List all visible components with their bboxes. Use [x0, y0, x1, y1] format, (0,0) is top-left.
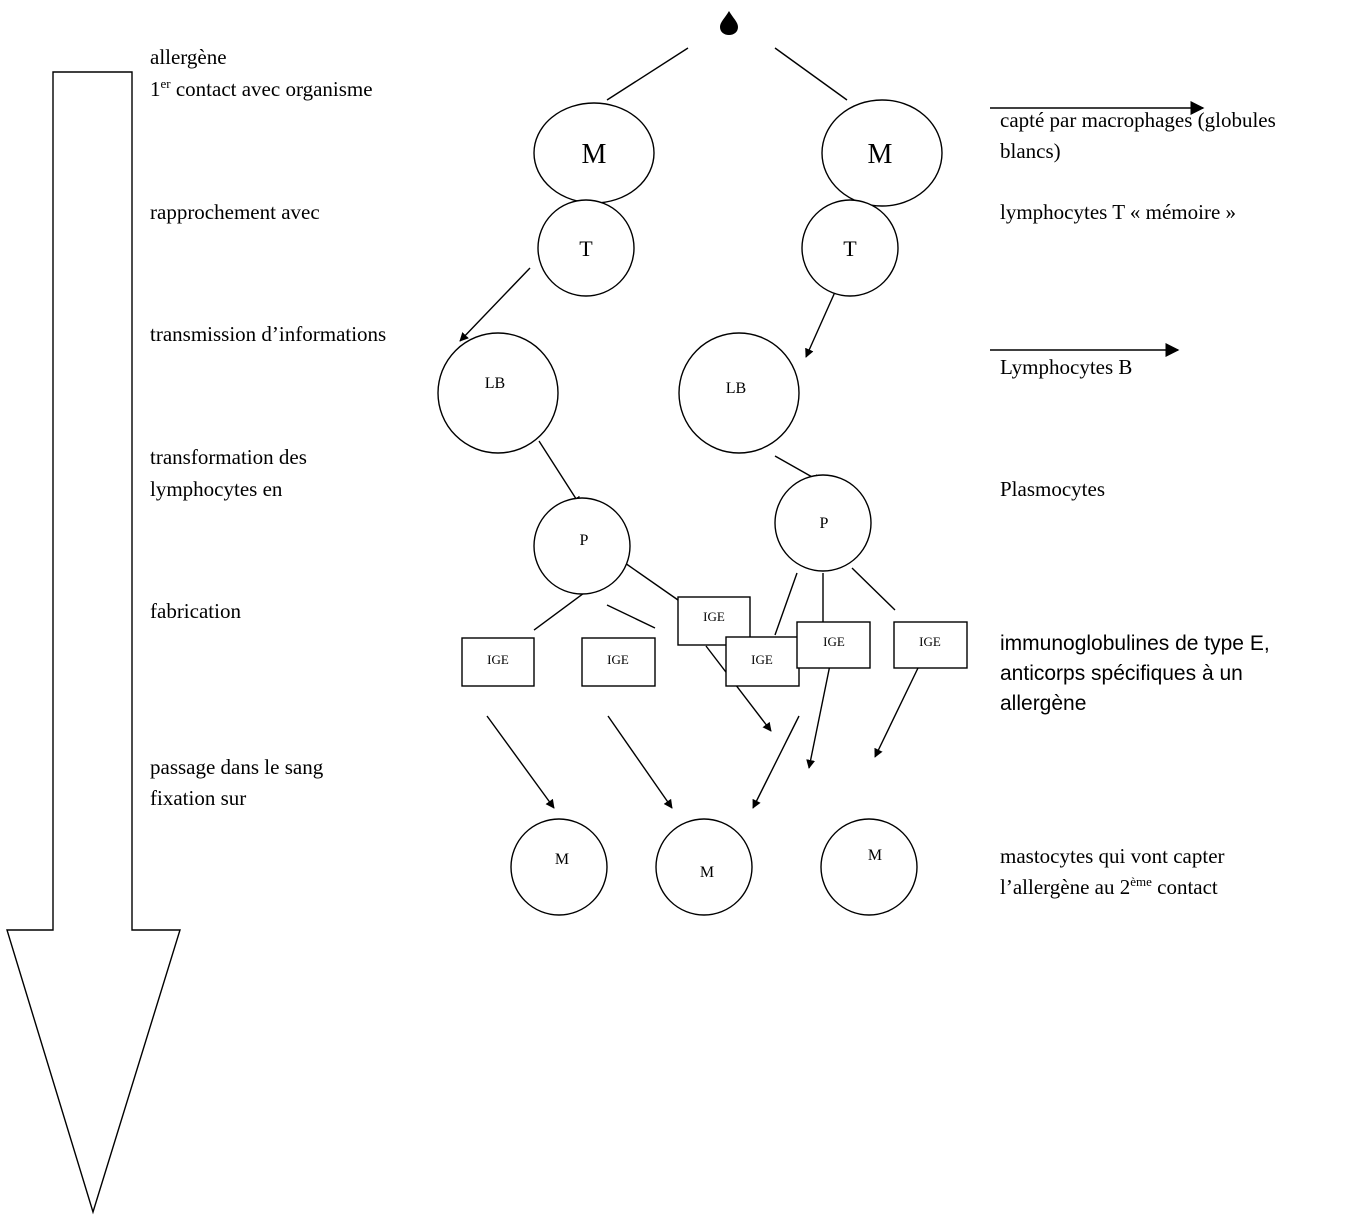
label-b-cells: Lymphocytes B — [1000, 355, 1132, 379]
ige-box-5: IGE — [796, 621, 871, 669]
label-macrophages-1: capté par macrophages (globules — [1000, 108, 1276, 132]
plasmocyte-left: P — [533, 497, 631, 595]
timeline-arrow — [6, 71, 181, 1215]
svg-text:T: T — [579, 236, 593, 261]
label-transmission: transmission d’informations — [150, 322, 386, 346]
label-fabrication: fabrication — [150, 599, 241, 623]
mastocyte-1: M — [510, 818, 608, 916]
label-allergen: allergène — [150, 45, 227, 69]
svg-text:LB: LB — [726, 380, 746, 397]
drop-icon — [720, 11, 738, 35]
arrow-ige-free-1 — [705, 645, 772, 732]
svg-text:M: M — [868, 139, 893, 170]
arrow-ige-free-3 — [874, 667, 919, 758]
connector-drop-left — [606, 47, 689, 101]
svg-text:M: M — [582, 139, 607, 170]
ige-box-1: IGE — [461, 637, 535, 687]
label-first-contact: 1er contact avec organisme — [150, 76, 373, 101]
label-ige-2: anticorps spécifiques à un — [1000, 662, 1243, 685]
label-ige-1: immunoglobulines de type E, — [1000, 632, 1270, 655]
label-blood-1: passage dans le sang — [150, 755, 324, 779]
connector-p-ige-2 — [606, 604, 656, 629]
ige-box-4: IGE — [725, 636, 800, 687]
svg-text:IGE: IGE — [703, 609, 725, 624]
svg-text:P: P — [820, 515, 829, 532]
connector-p-ige-4 — [774, 572, 798, 636]
arrow-ige-free-2 — [806, 654, 833, 769]
t-cell-right: T — [801, 199, 899, 297]
label-memory-t: lymphocytes T « mémoire » — [1000, 200, 1236, 224]
svg-text:M: M — [555, 851, 569, 868]
macrophage-left: M — [533, 102, 655, 204]
t-cell-left: T — [537, 199, 635, 297]
svg-text:IGE: IGE — [607, 652, 629, 667]
arrow-ige-to-mast-2 — [607, 715, 673, 809]
connector-p-ige-1 — [533, 589, 589, 631]
label-macrophages-2: blancs) — [1000, 139, 1061, 163]
b-cell-right: LB — [678, 332, 800, 454]
mastocyte-3: M — [820, 818, 918, 916]
svg-text:T: T — [843, 236, 857, 261]
label-transformation-1: transformation des — [150, 445, 307, 469]
connector-drop-right — [774, 47, 848, 101]
svg-text:LB: LB — [485, 375, 505, 392]
b-cell-left: LB — [437, 332, 559, 454]
ige-box-2: IGE — [581, 637, 656, 687]
label-blood-2: fixation sur — [150, 786, 246, 810]
ige-box-6: IGE — [893, 621, 968, 669]
label-approach: rapprochement avec — [150, 200, 320, 224]
plasmocyte-right: P — [774, 474, 872, 572]
svg-text:M: M — [700, 864, 714, 881]
label-plasmocytes: Plasmocytes — [1000, 477, 1105, 501]
label-ige-3: allergène — [1000, 692, 1086, 715]
svg-text:IGE: IGE — [919, 634, 941, 649]
svg-text:IGE: IGE — [823, 634, 845, 649]
svg-text:P: P — [580, 532, 589, 549]
connector-p-ige-3 — [624, 562, 679, 601]
svg-text:IGE: IGE — [751, 652, 773, 667]
connector-p-ige-6 — [851, 567, 896, 611]
arrow-t-to-lb-right — [805, 291, 836, 358]
mastocyte-2: M — [655, 818, 753, 916]
label-mastocytes-2: l’allergène au 2ème contact — [1000, 874, 1218, 899]
arrow-lb-to-p-left — [538, 440, 581, 506]
svg-text:IGE: IGE — [487, 652, 509, 667]
macrophage-right: M — [821, 99, 943, 207]
label-transformation-2: lymphocytes en — [150, 477, 283, 501]
svg-text:M: M — [868, 847, 882, 864]
arrow-ige-to-mast-3 — [752, 715, 800, 809]
arrow-t-to-lb-left — [459, 267, 531, 342]
arrow-ige-to-mast-1 — [486, 715, 555, 809]
label-mastocytes-1: mastocytes qui vont capter — [1000, 844, 1225, 868]
